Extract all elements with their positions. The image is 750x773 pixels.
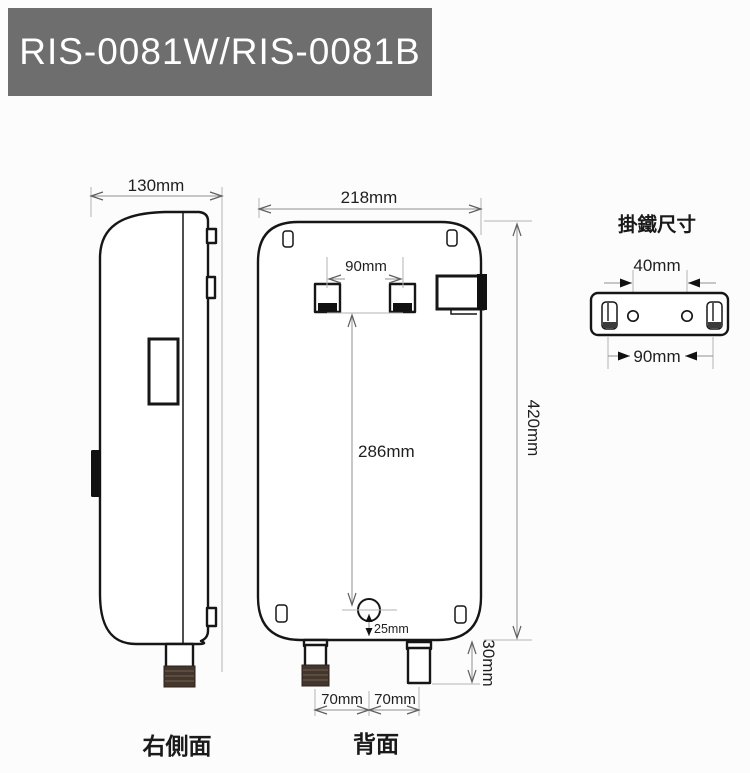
pipe-thread-lines bbox=[303, 669, 328, 681]
back-view-label: 背面 bbox=[353, 731, 399, 757]
bracket-hook-right bbox=[706, 301, 723, 330]
dim-90mm-bracket: 90mm bbox=[607, 337, 714, 369]
side-view-top-clip bbox=[205, 227, 218, 245]
dim-label-90mm-bracket: 90mm bbox=[633, 347, 680, 366]
pipe-body bbox=[303, 643, 328, 668]
dim-label-70mm-left: 70mm bbox=[321, 691, 363, 708]
ext-lines bbox=[607, 337, 714, 369]
dim-25mm: 25mm bbox=[365, 614, 409, 636]
side-view-control-recess bbox=[147, 337, 180, 406]
dim-label-90mm: 90mm bbox=[345, 258, 387, 275]
dim-label-218mm: 218mm bbox=[341, 188, 398, 207]
outlet-pipe-right bbox=[405, 640, 433, 685]
dim-label-25mm: 25mm bbox=[374, 622, 409, 636]
dim-286mm: 286mm bbox=[327, 312, 415, 607]
ext-lines bbox=[326, 257, 404, 288]
hanger-hook-left bbox=[313, 282, 342, 314]
dim-30mm: 30mm bbox=[432, 639, 498, 687]
pipe-body bbox=[164, 642, 195, 669]
dim-90mm-hooks: 90mm bbox=[326, 257, 404, 288]
bracket-hole-right bbox=[680, 309, 694, 323]
bracket-view: 掛鐵尺寸 40mm bbox=[589, 213, 730, 369]
mounting-slot-bottom-left bbox=[275, 604, 288, 623]
bracket-title: 掛鐵尺寸 bbox=[618, 213, 696, 236]
back-view: 218mm 90mm bbox=[256, 188, 543, 757]
dim-label-70mm-right: 70mm bbox=[374, 691, 416, 708]
mounting-slot-top-left bbox=[282, 230, 294, 248]
side-view-power-button bbox=[91, 450, 101, 497]
dim-130mm: 130mm bbox=[89, 176, 224, 672]
side-view-mid-clip bbox=[205, 275, 217, 300]
bracket-hook-left bbox=[601, 301, 618, 330]
dim-420mm: 420mm bbox=[484, 220, 543, 641]
dim-label-30mm: 30mm bbox=[479, 639, 498, 686]
dim-label-130mm: 130mm bbox=[128, 176, 185, 195]
bracket-hole-left bbox=[626, 309, 640, 323]
side-view-outline bbox=[98, 210, 210, 646]
side-view-label: 右側面 bbox=[143, 733, 212, 759]
dim-label-40mm: 40mm bbox=[633, 256, 680, 275]
side-view: 130mm 右側面 bbox=[89, 176, 224, 759]
hanger-hook-right bbox=[388, 282, 417, 314]
dim-label-286mm: 286mm bbox=[358, 442, 415, 461]
dim-label-420mm: 420mm bbox=[524, 400, 543, 457]
pipe-body bbox=[406, 646, 432, 685]
side-view-inlet-pipe bbox=[163, 642, 196, 688]
mounting-slot-top-right bbox=[446, 229, 458, 247]
inlet-pipe-left bbox=[301, 638, 330, 687]
model-number-title: RIS-0081W/RIS-0081B bbox=[19, 31, 421, 72]
model-banner: RIS-0081W/RIS-0081B bbox=[8, 8, 432, 96]
side-view-bottom-clip bbox=[205, 606, 218, 628]
bracket-plate bbox=[589, 291, 730, 337]
dim-40mm: 40mm bbox=[604, 256, 716, 311]
pipe-thread-lines bbox=[165, 670, 194, 682]
dim-70mm-pair: 70mm 70mm bbox=[313, 687, 421, 716]
back-view-outline bbox=[256, 220, 483, 642]
mounting-slot-bottom-right bbox=[454, 605, 467, 624]
dim-218mm: 218mm bbox=[257, 188, 483, 235]
junction-box bbox=[435, 274, 487, 315]
